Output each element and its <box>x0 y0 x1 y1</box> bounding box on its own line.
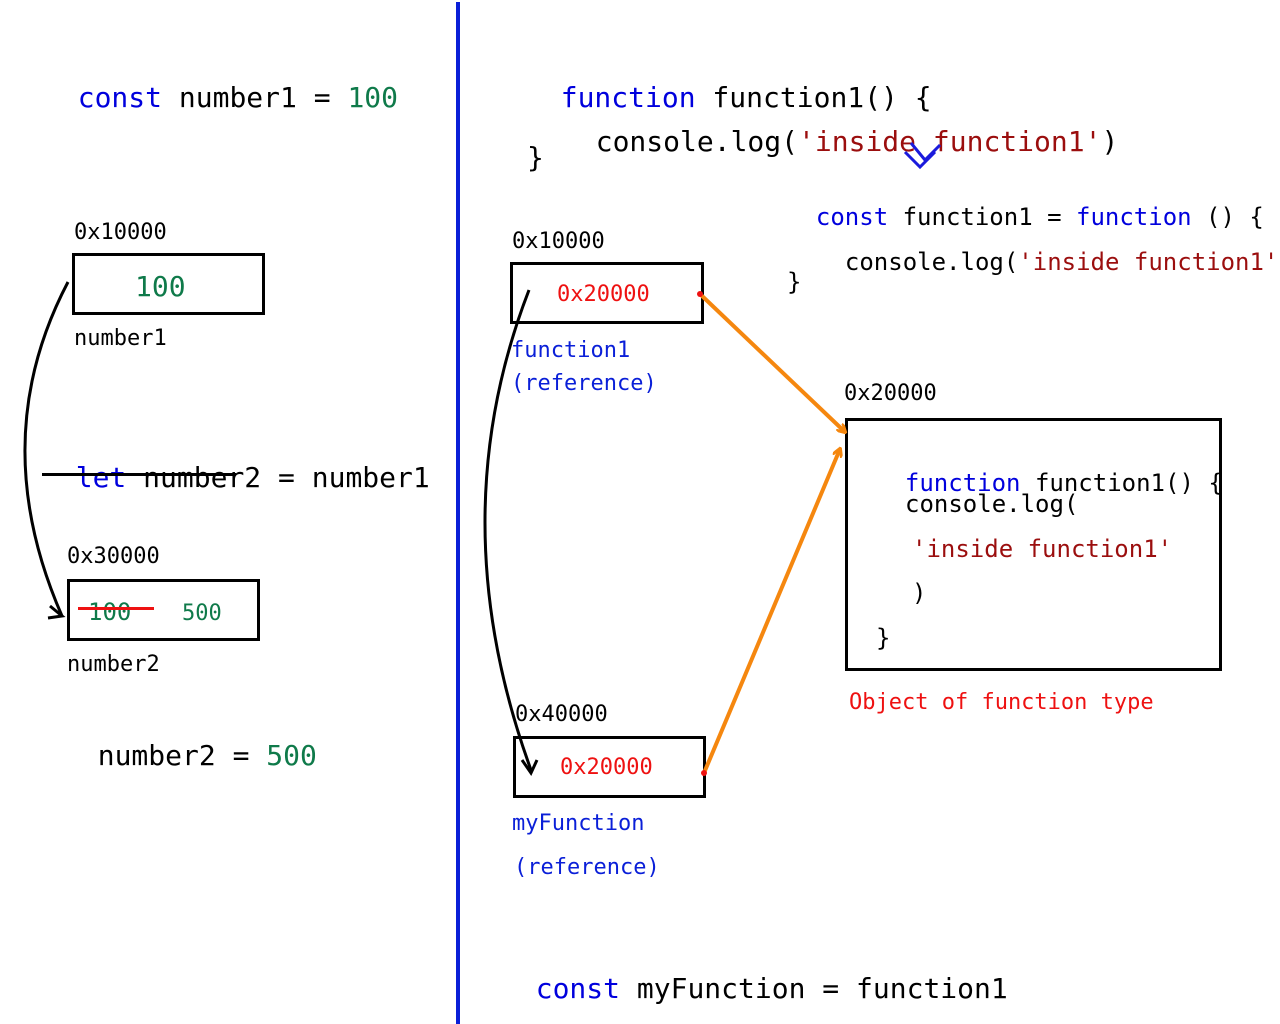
strike-through-line <box>78 607 154 610</box>
identifier-number1: number1 = <box>162 81 348 114</box>
function-object-caption: Object of function type <box>849 690 1154 715</box>
myfunction-reference-label: myFunction <box>512 811 645 836</box>
code-function-expression-line1: const function1 = function () { <box>787 181 1264 229</box>
function-object-box <box>845 418 1222 671</box>
code-const-myfunction: const myFunction = function1 <box>502 947 1008 1003</box>
keyword-let: let <box>75 461 127 494</box>
literal-100: 100 <box>347 81 399 114</box>
code-function-declaration-line1: function function1() { <box>527 56 932 112</box>
obj-keyword-function: function <box>904 469 1021 497</box>
memory-cell-number2-old-value: 100 <box>88 598 132 626</box>
memory-cell-number1-value: 100 <box>135 270 186 303</box>
identifier-number2: number2 <box>126 461 262 494</box>
close-paren: ) <box>1101 125 1119 158</box>
myfunction-assignment: myFunction = function1 <box>620 972 1008 1005</box>
keyword-function: function <box>560 81 696 114</box>
function-object-line3: 'inside function1' <box>912 535 1173 563</box>
expr-string: 'inside function1' <box>1018 248 1279 276</box>
keyword-function-expr: function <box>1076 203 1192 231</box>
function-object-line1: function function1() { <box>876 447 1223 495</box>
function-object-line2: console.log( <box>905 490 1079 518</box>
expr-identifier: function1 = <box>888 203 1076 231</box>
pointer-arrow-function1-to-object <box>698 292 845 432</box>
console-log-call: console.log( <box>595 125 799 158</box>
identifier-number2-assign: number2 = <box>97 739 267 772</box>
memory-cell-number1 <box>72 253 265 315</box>
myfunction-reference-sublabel: (reference) <box>514 855 660 880</box>
memory-cell-number1-label: number1 <box>74 326 167 351</box>
vertical-divider <box>456 2 460 1024</box>
address-label-0x30000: 0x30000 <box>67 544 160 569</box>
expr-console-log: console.log( <box>844 248 1019 276</box>
keyword-const: const <box>77 81 163 114</box>
underline-let-number2 <box>42 473 236 476</box>
address-label-0x40000: 0x40000 <box>515 702 608 727</box>
code-function-expression-line2: console.log('inside function1') <box>816 226 1280 274</box>
address-label-0x10000-right: 0x10000 <box>512 229 605 254</box>
code-const-number1: const number1 = 100 <box>44 56 398 112</box>
expr-params: () { <box>1191 203 1264 231</box>
code-number2-assign-500: number2 = 500 <box>64 714 317 770</box>
keyword-const-myfunction: const <box>535 972 621 1005</box>
expr-close-paren: ) <box>1278 248 1280 276</box>
memory-cell-myfunction-value: 0x20000 <box>560 755 653 780</box>
copy-arrow-number1-head <box>47 604 66 620</box>
string-inside-function1: 'inside function1' <box>798 125 1102 158</box>
code-function-declaration-line3: } <box>527 141 544 174</box>
memory-cell-number2-new-value: 500 <box>182 601 222 626</box>
address-label-0x20000: 0x20000 <box>844 381 937 406</box>
memory-cell-function1-value: 0x20000 <box>557 282 650 307</box>
pointer-arrow-myfunction-to-object <box>702 449 840 774</box>
keyword-const-expr: const <box>815 203 889 231</box>
function1-reference-sublabel: (reference) <box>511 371 657 396</box>
memory-cell-number2-label: number2 <box>67 652 160 677</box>
assign-number1: = number1 <box>261 461 430 494</box>
function1-reference-label: function1 <box>511 338 631 363</box>
literal-500: 500 <box>266 739 317 772</box>
obj-signature: function1() { <box>1020 469 1223 497</box>
code-let-number2: let number2 = number1 <box>42 436 430 492</box>
function-object-line4: ) <box>912 579 927 607</box>
code-function-expression-line3: } <box>787 268 802 296</box>
address-label-0x10000-left: 0x10000 <box>74 220 167 245</box>
function-object-line5: } <box>876 624 891 652</box>
code-function-declaration-line2: console.log('inside function1') <box>562 100 1119 158</box>
function-signature: function1() { <box>695 81 932 114</box>
